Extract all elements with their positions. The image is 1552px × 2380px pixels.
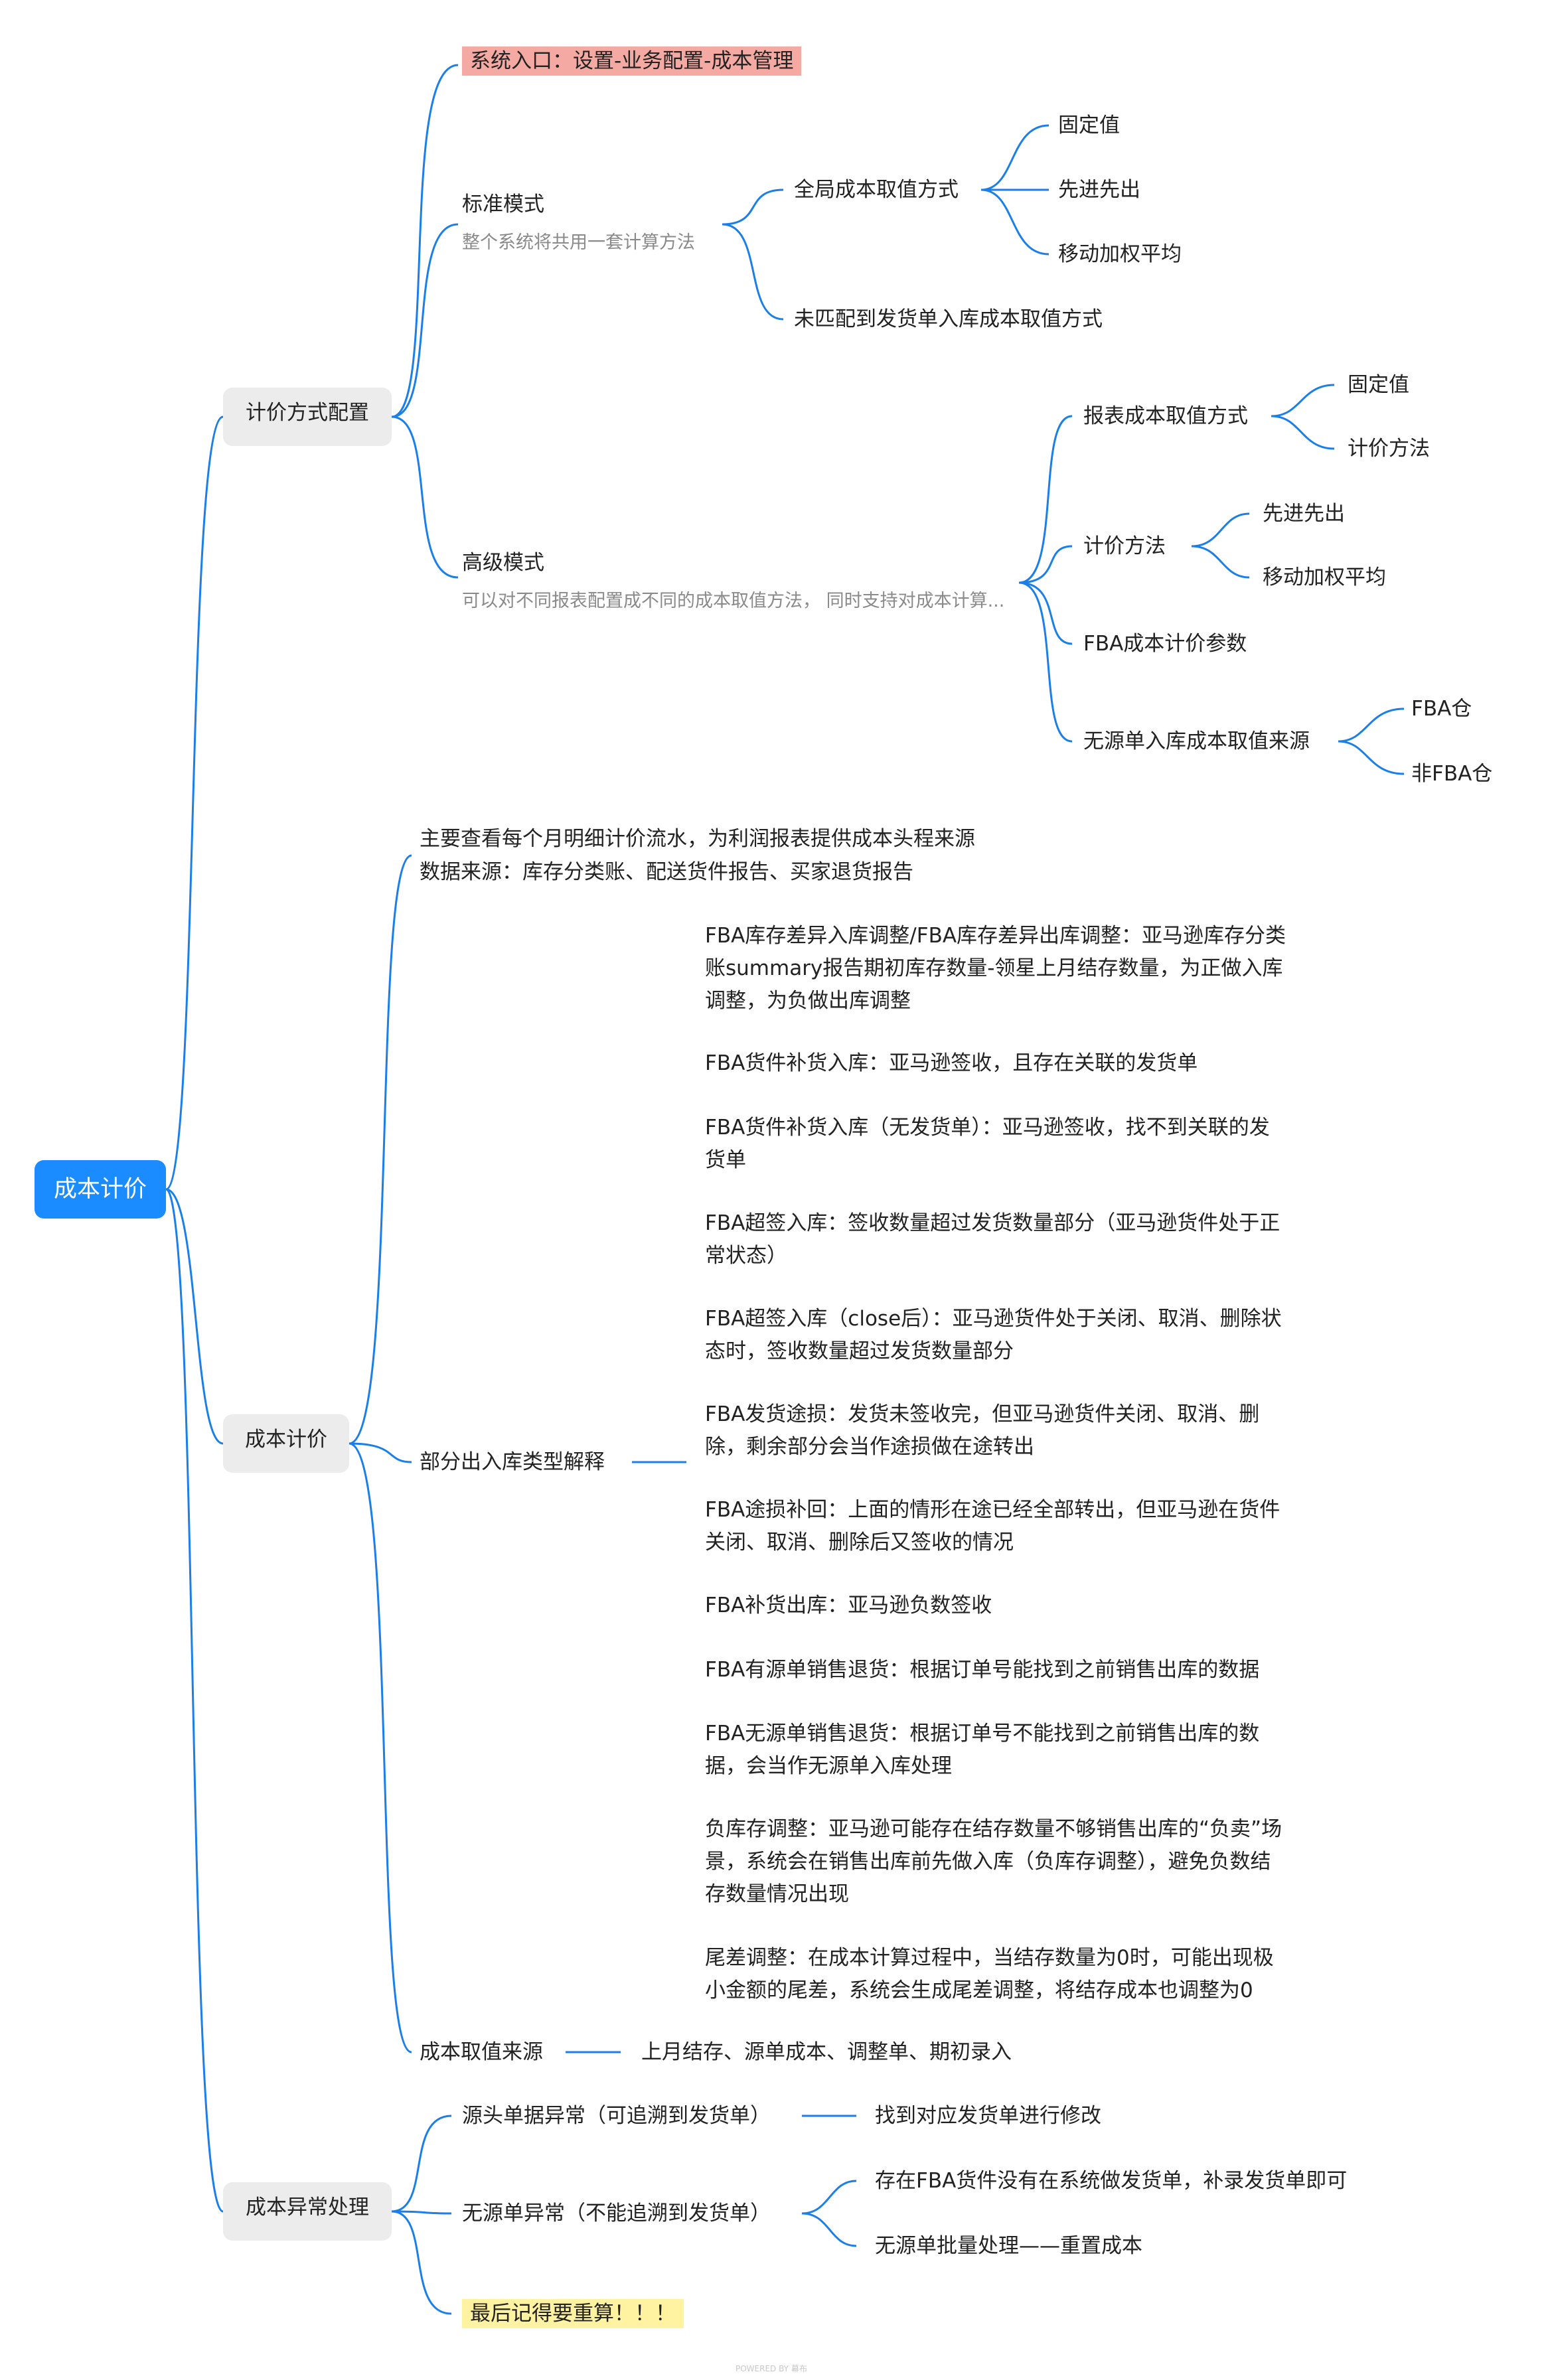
system-entry-label: 系统入口：设置-业务配置-成本管理 xyxy=(462,46,802,76)
node-global-opt-fifo[interactable]: 先进先出 xyxy=(1058,178,1140,202)
node-cost-intro-line1[interactable]: 主要查看每个月明细计价流水，为利润报表提供成本头程来源 xyxy=(420,827,975,851)
io-type-line: FBA途损补回：上面的情形在途已经全部转出，但亚马逊在货件 xyxy=(705,1498,1280,1522)
node-config[interactable]: 计价方式配置 xyxy=(223,388,392,446)
node-nosource-fix-2[interactable]: 无源单批量处理——重置成本 xyxy=(875,2234,1142,2258)
advanced-mode-desc: 可以对不同报表配置成不同的成本取值方法， 同时支持对成本计算... xyxy=(462,591,1005,611)
node-final-reminder[interactable]: 最后记得要重算！！！ xyxy=(462,2299,684,2328)
node-source-doc-error[interactable]: 源头单据异常（可追溯到发货单） xyxy=(462,2104,771,2128)
node-nosource-cost-source[interactable]: 无源单入库成本取值来源 xyxy=(1083,729,1310,753)
io-type-line: 存数量情况出现 xyxy=(705,1882,849,1906)
io-type-line: FBA补货出库：亚马逊负数签收 xyxy=(705,1594,992,1617)
io-type-line: 态时，签收数量超过发货数量部分 xyxy=(705,1339,1014,1363)
node-cost-intro-line2: 数据来源：库存分类账、配送货件报告、买家退货报告 xyxy=(420,860,913,884)
root-node[interactable]: 成本计价 xyxy=(35,1160,166,1219)
io-type-line: FBA货件补货入库：亚马逊签收，且存在关联的发货单 xyxy=(705,1051,1198,1075)
io-type-item[interactable]: FBA无源单销售退货：根据订单号不能找到之前销售出库的数据，会当作无源单入库处理 xyxy=(705,1718,1302,1783)
io-type-line: 据，会当作无源单入库处理 xyxy=(705,1754,952,1778)
node-unmatched-cost-method[interactable]: 未匹配到发货单入库成本取值方式 xyxy=(794,307,1103,331)
io-type-item[interactable]: FBA有源单销售退货：根据订单号能找到之前销售出库的数据 xyxy=(705,1654,1302,1686)
io-type-line: FBA货件补货入库（无发货单）：亚马逊签收，找不到关联的发 xyxy=(705,1116,1270,1140)
node-report-opt-method[interactable]: 计价方法 xyxy=(1348,437,1430,461)
node-global-cost-method[interactable]: 全局成本取值方式 xyxy=(794,178,959,202)
node-system-entry[interactable]: 系统入口：设置-业务配置-成本管理 xyxy=(462,46,802,76)
io-type-line: FBA库存差异入库调整/FBA库存差异出库调整：亚马逊库存分类 xyxy=(705,924,1286,948)
node-global-opt-fixed[interactable]: 固定值 xyxy=(1058,113,1120,137)
io-type-item[interactable]: FBA超签入库：签收数量超过发货数量部分（亚马逊货件处于正常状态） xyxy=(705,1207,1302,1272)
io-type-line: 景，系统会在销售出库前先做入库（负库存调整），避免负数结 xyxy=(705,1850,1271,1874)
io-type-line: 货单 xyxy=(705,1148,746,1172)
node-cost[interactable]: 成本计价 xyxy=(223,1414,349,1473)
io-type-line: FBA发货途损：发货未签收完，但亚马逊货件关闭、取消、删 xyxy=(705,1402,1260,1426)
standard-mode-desc: 整个系统将共用一套计算方法 xyxy=(462,232,695,253)
node-pricing-method[interactable]: 计价方法 xyxy=(1083,534,1166,558)
node-report-cost-method[interactable]: 报表成本取值方式 xyxy=(1083,404,1248,428)
node-report-opt-fixed[interactable]: 固定值 xyxy=(1348,373,1409,397)
io-type-line: 小金额的尾差，系统会生成尾差调整，将结存成本也调整为0 xyxy=(705,1978,1253,2002)
node-cost-source-value[interactable]: 上月结存、源单成本、调整单、期初录入 xyxy=(641,2040,1012,2064)
io-type-item[interactable]: FBA库存差异入库调整/FBA库存差异出库调整：亚马逊库存分类账summary报… xyxy=(705,920,1302,1017)
node-method-opt-fifo[interactable]: 先进先出 xyxy=(1263,502,1345,526)
node-nosource-fix-1[interactable]: 存在FBA货件没有在系统做发货单，补录发货单即可 xyxy=(875,2169,1348,2193)
io-type-line: FBA有源单销售退货：根据订单号能找到之前销售出库的数据 xyxy=(705,1658,1260,1682)
io-type-item[interactable]: FBA超签入库（close后）：亚马逊货件处于关闭、取消、删除状态时，签收数量超… xyxy=(705,1303,1302,1368)
node-standard-mode[interactable]: 标准模式 xyxy=(462,192,544,216)
io-type-line: 账summary报告期初库存数量-领星上月结存数量，为正做入库 xyxy=(705,956,1283,980)
io-type-line: FBA超签入库（close后）：亚马逊货件处于关闭、取消、删除状 xyxy=(705,1307,1282,1331)
io-type-line: 尾差调整：在成本计算过程中，当结存数量为0时，可能出现极 xyxy=(705,1946,1274,1970)
node-exception[interactable]: 成本异常处理 xyxy=(223,2182,392,2241)
io-type-line: 关闭、取消、删除后又签收的情况 xyxy=(705,1530,1014,1554)
node-global-opt-moving-avg[interactable]: 移动加权平均 xyxy=(1058,242,1182,266)
io-type-line: FBA超签入库：签收数量超过发货数量部分（亚马逊货件处于正 xyxy=(705,1211,1280,1235)
io-type-item[interactable]: FBA补货出库：亚马逊负数签收 xyxy=(705,1590,1302,1622)
node-method-opt-moving-avg[interactable]: 移动加权平均 xyxy=(1263,565,1386,589)
node-fba-cost-param[interactable]: FBA成本计价参数 xyxy=(1083,632,1247,656)
node-cost-source[interactable]: 成本取值来源 xyxy=(420,2040,543,2064)
node-nosource-opt-fba[interactable]: FBA仓 xyxy=(1411,697,1472,721)
node-advanced-mode[interactable]: 高级模式 xyxy=(462,551,544,575)
io-type-line: 常状态） xyxy=(705,1244,787,1268)
io-type-item[interactable]: 尾差调整：在成本计算过程中，当结存数量为0时，可能出现极小金额的尾差，系统会生成… xyxy=(705,1942,1302,2007)
node-nosource-error[interactable]: 无源单异常（不能追溯到发货单） xyxy=(462,2201,771,2225)
io-type-item[interactable]: FBA货件补货入库：亚马逊签收，且存在关联的发货单 xyxy=(705,1047,1302,1080)
node-io-types[interactable]: 部分出入库类型解释 xyxy=(420,1450,605,1474)
io-type-line: 调整，为负做出库调整 xyxy=(705,989,911,1013)
io-type-line: 负库存调整：亚马逊可能存在结存数量不够销售出库的“负卖”场 xyxy=(705,1817,1282,1841)
footer-watermark: POWERED BY 幕布 xyxy=(736,2364,807,2373)
final-reminder-label: 最后记得要重算！！！ xyxy=(462,2299,684,2328)
io-type-item[interactable]: 负库存调整：亚马逊可能存在结存数量不够销售出库的“负卖”场景，系统会在销售出库前… xyxy=(705,1813,1302,1911)
io-type-item[interactable]: FBA发货途损：发货未签收完，但亚马逊货件关闭、取消、删除，剩余部分会当作途损做… xyxy=(705,1398,1302,1463)
node-nosource-opt-non-fba[interactable]: 非FBA仓 xyxy=(1411,762,1493,786)
node-source-doc-fix[interactable]: 找到对应发货单进行修改 xyxy=(875,2104,1101,2128)
io-type-line: FBA无源单销售退货：根据订单号不能找到之前销售出库的数 xyxy=(705,1722,1260,1746)
io-type-line: 除，剩余部分会当作途损做在途转出 xyxy=(705,1435,1034,1459)
io-type-item[interactable]: FBA途损补回：上面的情形在途已经全部转出，但亚马逊在货件关闭、取消、删除后又签… xyxy=(705,1494,1302,1559)
io-type-item[interactable]: FBA货件补货入库（无发货单）：亚马逊签收，找不到关联的发货单 xyxy=(705,1112,1302,1177)
